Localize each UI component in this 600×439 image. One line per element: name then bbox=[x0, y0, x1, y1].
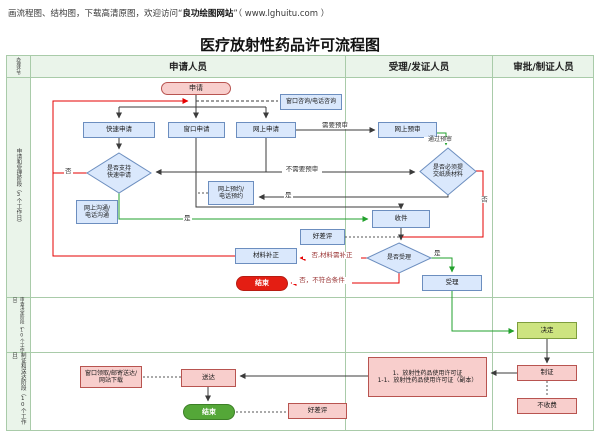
node-end-rejected: 结束 bbox=[236, 276, 288, 291]
edge-label-accept-yes: 是 bbox=[433, 249, 442, 257]
stage-label-cert: 制证和送达阶段（10个工作日） bbox=[11, 352, 26, 425]
node-online-phone-communication: 网上沟通/ 电话沟通 bbox=[76, 200, 118, 224]
site-banner: 画流程图、结构图，下载高清原图，欢迎访问“良功绘图网站”（ www.lghuit… bbox=[8, 7, 329, 19]
node-quick-application: 快速申请 bbox=[83, 122, 155, 138]
banner-site-name: 良功绘图网站 bbox=[182, 9, 234, 19]
stage-label-apply: 申请和受理阶段（3个工作日） bbox=[15, 148, 22, 226]
node-window-phone-consult: 窗口咨询/电话咨询 bbox=[280, 94, 342, 110]
node-make-certificate: 制证 bbox=[517, 365, 577, 381]
node-pickup-methods: 窗口领取/邮寄送达/ 网站下载 bbox=[80, 366, 142, 388]
node-rating-feedback-2: 好差评 bbox=[288, 403, 347, 419]
column-header-acceptance: 受理/发证人员 bbox=[388, 62, 450, 73]
node-rating-feedback-1: 好差评 bbox=[300, 229, 345, 245]
row-divider-3 bbox=[6, 352, 594, 353]
node-material-correction: 材料补正 bbox=[235, 248, 297, 264]
decision-whether-accept: 是否受理 bbox=[386, 253, 411, 261]
stage-column-band bbox=[7, 77, 30, 430]
node-end-success: 结束 bbox=[183, 404, 235, 420]
edge-label-support-no: 否 bbox=[64, 167, 73, 175]
corner-header: 办理环节 bbox=[15, 57, 21, 75]
stage-label-review: 审查决定阶段（10个工作日） bbox=[12, 297, 25, 352]
column-divider-2 bbox=[492, 55, 493, 431]
edge-label-no-need-preview: 不需要预审 bbox=[282, 166, 322, 173]
edge-label-paper-yes: 是 bbox=[284, 191, 293, 199]
node-license-documents: 1、放射性药品使用许可证 1-1、放射性药品使用许可证（副本） bbox=[368, 357, 487, 397]
node-no-fee: 不收费 bbox=[517, 398, 577, 414]
swimlane-table-border bbox=[6, 55, 594, 431]
decision-support-quick-apply: 是否支持 快速申请 bbox=[106, 165, 131, 179]
node-accept: 受理 bbox=[422, 275, 482, 291]
node-receive-documents: 收件 bbox=[372, 210, 430, 228]
header-row-band bbox=[7, 56, 593, 77]
edge-label-paper-no: 否 bbox=[479, 196, 488, 203]
edge-label-support-yes: 是 bbox=[183, 214, 192, 222]
banner-text-suffix: ”（ www.lghuitu.com ） bbox=[233, 9, 330, 19]
edge-label-need-preview: 需要预审 bbox=[318, 122, 352, 129]
node-online-pre-review: 网上预审 bbox=[378, 122, 437, 138]
column-divider-stage bbox=[30, 55, 31, 431]
node-online-phone-booking: 网上预约/ 电话预约 bbox=[208, 181, 254, 205]
node-decision-made: 决定 bbox=[517, 322, 577, 339]
banner-text-prefix: 画流程图、结构图，下载高清原图，欢迎访问“ bbox=[8, 9, 183, 19]
edge-label-need-fix: 否,材料需补正 bbox=[303, 252, 361, 259]
edge-label-not-qualified: 否，不符合条件 bbox=[292, 277, 352, 284]
page-title: 医疗放射性药品许可流程图 bbox=[199, 36, 380, 54]
row-divider-1 bbox=[6, 77, 594, 78]
edge-label-pass-preview: 通过预审 bbox=[424, 137, 456, 143]
column-header-applicant: 申请人员 bbox=[168, 62, 207, 73]
node-window-application: 窗口申请 bbox=[168, 122, 225, 138]
node-online-application: 网上申请 bbox=[236, 122, 296, 138]
node-apply-start: 申请 bbox=[161, 82, 231, 95]
column-header-approval: 审批/制证人员 bbox=[513, 62, 574, 73]
node-deliver: 送达 bbox=[181, 369, 236, 387]
decision-need-paper-materials: 是否必须提 交纸质材料 bbox=[432, 164, 463, 178]
row-divider-2 bbox=[6, 297, 594, 298]
column-divider-1 bbox=[345, 55, 346, 431]
